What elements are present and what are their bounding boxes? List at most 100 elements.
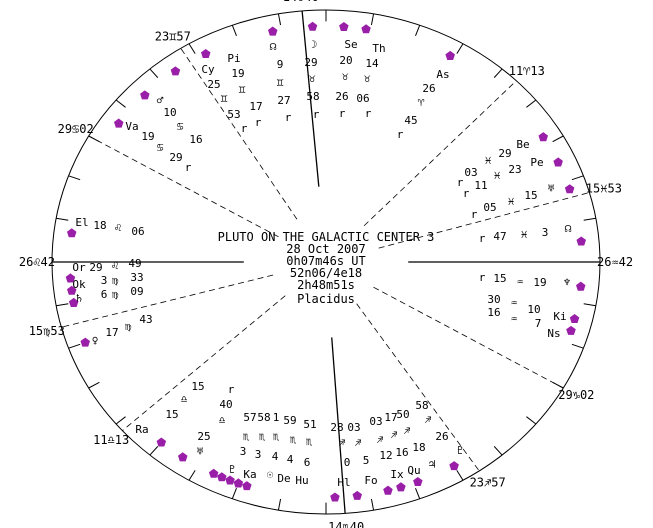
- position-label: 16: [189, 133, 202, 146]
- cy-marker: [170, 66, 181, 76]
- position-label: ☉: [267, 468, 274, 481]
- chart-sidereal: 2h48m51s: [297, 278, 355, 292]
- position-label: ♐: [404, 424, 411, 437]
- house-line-ic: [331, 337, 346, 514]
- planet-markers: [65, 21, 586, 502]
- position-label: ♊: [239, 83, 246, 96]
- position-label: 18: [412, 441, 425, 454]
- position-label: Th: [372, 42, 385, 55]
- position-label: ♍: [125, 320, 132, 333]
- position-label: ♓: [485, 154, 492, 167]
- be-marker: [538, 132, 548, 142]
- position-label: As: [436, 68, 449, 81]
- position-label: 27: [277, 94, 290, 107]
- cusp-label-c12: 15♓53: [586, 182, 622, 196]
- house-line-c3: [356, 303, 480, 472]
- position-label: ♓: [494, 169, 501, 182]
- position-label: 7: [535, 317, 542, 330]
- position-label: Ra: [135, 423, 148, 436]
- degree-tick: [149, 446, 159, 456]
- position-label: ♈: [418, 96, 425, 109]
- position-label: ♃: [429, 458, 436, 471]
- position-label: 14: [365, 57, 379, 70]
- position-label: 15: [524, 189, 537, 202]
- position-label: ♐: [339, 436, 346, 449]
- degree-tick: [526, 99, 537, 108]
- position-label: 1: [273, 411, 280, 424]
- position-label: Cy: [201, 63, 215, 76]
- position-label: 15: [165, 408, 178, 421]
- position-label: ♏: [306, 435, 313, 448]
- position-label: 29: [89, 261, 102, 274]
- position-label: 19: [231, 67, 244, 80]
- position-label: 58: [306, 90, 319, 103]
- position-label: ♀: [92, 334, 99, 347]
- position-label: 50: [396, 408, 409, 421]
- position-label: 03: [347, 421, 360, 434]
- position-label: r: [457, 176, 464, 189]
- degree-tick: [552, 135, 564, 143]
- position-label: 10: [163, 106, 176, 119]
- position-label: 30: [487, 293, 500, 306]
- chart-title: PLUTO ON THE GALACTIC CENTER 3: [218, 230, 435, 244]
- cusp-label-c5: 11♎13: [93, 433, 129, 447]
- jupiter-marker: [413, 477, 423, 486]
- position-label: Va: [125, 120, 138, 133]
- cusp-label-c3: 23♐57: [470, 475, 506, 489]
- position-label: 33: [130, 271, 143, 284]
- node2-marker: [576, 236, 586, 246]
- ra-marker: [156, 437, 167, 447]
- position-label: 06: [131, 225, 144, 238]
- house-line-c5: [122, 295, 286, 431]
- degree-tick: [571, 343, 584, 349]
- position-label: ♒: [511, 296, 518, 309]
- house-lines: [52, 10, 600, 514]
- position-label: r: [339, 107, 346, 120]
- degree-tick: [493, 446, 503, 456]
- degree-tick: [188, 43, 196, 54]
- uranus-marker: [564, 184, 575, 194]
- degree-tick: [583, 303, 596, 307]
- degree-tick: [56, 303, 69, 307]
- position-label: 6: [101, 288, 108, 301]
- position-label: r: [463, 187, 470, 200]
- degree-tick: [68, 175, 81, 181]
- position-label: 6: [304, 456, 311, 469]
- position-label: ♊: [221, 92, 228, 105]
- position-label: 17: [384, 411, 397, 424]
- position-label: Pe: [530, 156, 543, 169]
- mars-marker: [140, 90, 150, 100]
- position-label: r: [313, 108, 320, 121]
- position-label: 03: [369, 415, 382, 428]
- chart-location: 52n06/4e18: [290, 266, 362, 280]
- position-label: El: [75, 216, 88, 229]
- moon-marker: [307, 21, 318, 31]
- position-label: 16: [487, 306, 500, 319]
- position-label: 47: [493, 230, 506, 243]
- degree-tick: [231, 25, 237, 37]
- position-label: 25: [197, 430, 210, 443]
- position-label: 4: [287, 453, 294, 466]
- position-label: ♒: [511, 312, 518, 325]
- position-label: 26: [422, 82, 435, 95]
- position-label: ♓: [508, 195, 515, 208]
- position-label: 16: [395, 446, 408, 459]
- degree-tick: [115, 99, 126, 108]
- position-label: Fo: [364, 474, 377, 487]
- position-label: 11: [474, 179, 487, 192]
- position-label: ♋: [157, 141, 164, 154]
- position-label: 26: [435, 430, 448, 443]
- chart-date: 28 Oct 2007: [286, 242, 365, 256]
- ka-marker: [217, 472, 227, 482]
- position-label: ♉: [364, 72, 371, 85]
- degree-tick: [526, 416, 537, 425]
- position-label: 17: [105, 326, 118, 339]
- el-marker: [67, 228, 77, 238]
- position-label: Be: [516, 138, 529, 151]
- position-label: ♏: [243, 430, 250, 443]
- position-label: Or: [72, 261, 86, 274]
- position-label: Ki: [553, 310, 566, 323]
- degree-tick: [88, 381, 100, 389]
- position-label: Ok: [72, 278, 86, 291]
- position-label: Hl: [337, 476, 350, 489]
